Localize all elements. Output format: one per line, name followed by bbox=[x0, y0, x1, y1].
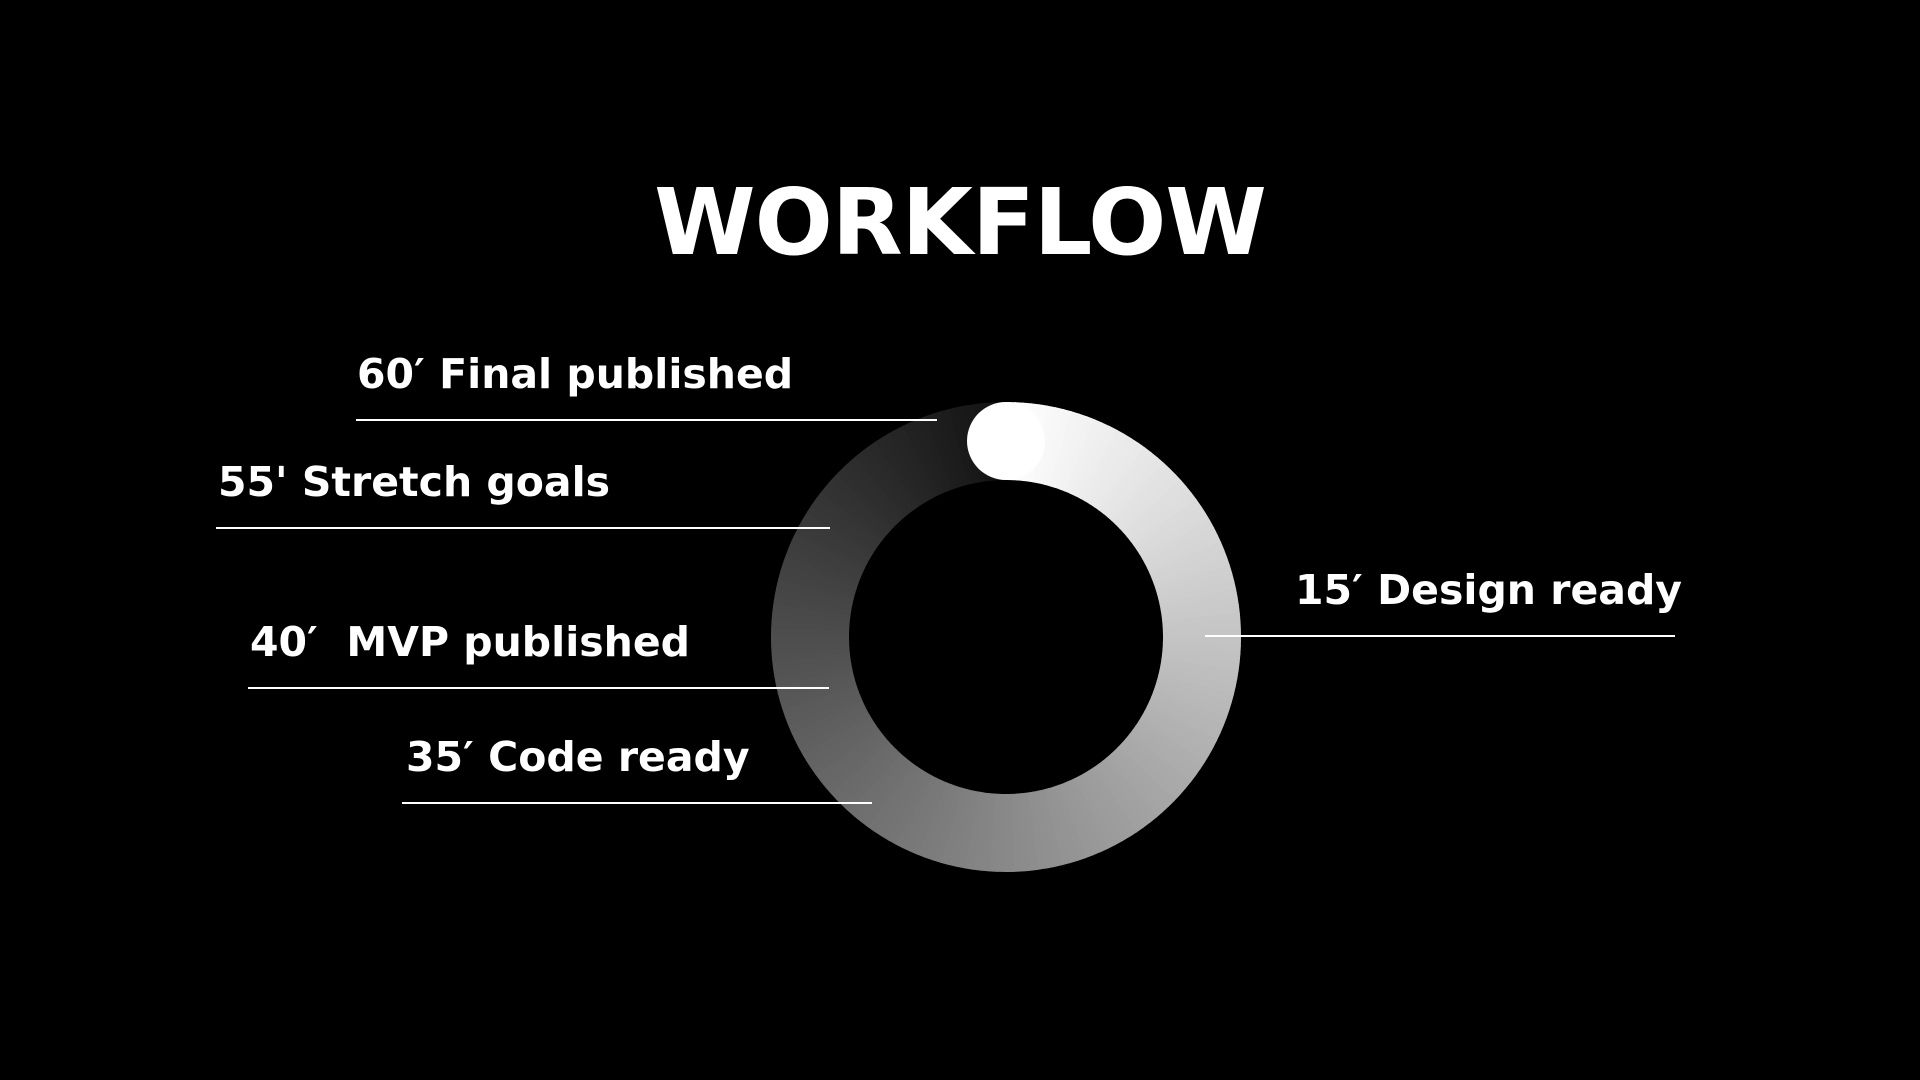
milestone-design-ready-line bbox=[1205, 635, 1675, 637]
milestone-stretch-goals-line bbox=[216, 527, 830, 529]
milestone-stretch-goals-label: 55' Stretch goals bbox=[218, 458, 611, 506]
milestone-final-published-line bbox=[356, 419, 937, 421]
ring-start-cap bbox=[967, 402, 1045, 480]
slide-title: WORKFLOW bbox=[654, 169, 1267, 276]
ring-gradient-segments bbox=[771, 402, 1242, 872]
milestone-mvp-published-label: 40′ MVP published bbox=[250, 618, 691, 666]
milestone-code-ready-line bbox=[402, 802, 872, 804]
milestone-design-ready-label: 15′ Design ready bbox=[1295, 566, 1683, 614]
milestone-code-ready-label: 35′ Code ready bbox=[406, 733, 750, 781]
milestone-mvp-published-line bbox=[248, 687, 829, 689]
milestone-final-published-label: 60′ Final published bbox=[357, 350, 794, 398]
